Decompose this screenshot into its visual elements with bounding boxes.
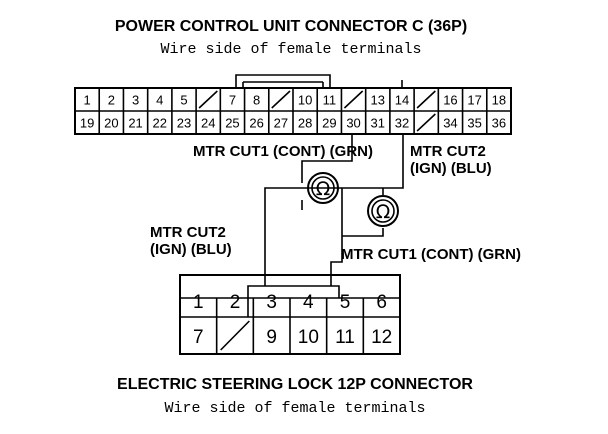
top-terminal-label: 20	[104, 116, 118, 131]
top-terminal-label: 13	[371, 93, 385, 108]
top-terminal-label: 24	[201, 116, 215, 131]
top-terminal-label: 23	[177, 116, 191, 131]
top-terminal-label: 26	[249, 116, 263, 131]
top-connector-subtitle: Wire side of female terminals	[160, 41, 421, 58]
bottom-terminal-label: 1	[193, 292, 204, 313]
bottom-terminal-label: 5	[340, 292, 351, 313]
top-terminal-label: 16	[443, 93, 457, 108]
top-terminal-label: 7	[229, 93, 236, 108]
bottom-connector-subtitle: Wire side of female terminals	[164, 400, 425, 417]
bottom-connector-lock-tab	[247, 285, 340, 317]
bottom-terminal-label: 4	[303, 292, 314, 313]
ohmmeter-1: Ω	[307, 172, 339, 204]
top-terminal-label: 8	[253, 93, 260, 108]
bottom-terminal-label: 7	[193, 327, 204, 348]
top-connector-title: POWER CONTROL UNIT CONNECTOR C (36P)	[115, 18, 467, 35]
top-terminal-label: 14	[395, 93, 409, 108]
top-terminal-label: 19	[80, 116, 94, 131]
top-terminal-label: 11	[323, 93, 337, 108]
top-terminal-label: 5	[180, 93, 187, 108]
top-terminal-label: 31	[371, 116, 385, 131]
top-connector-lock-tab	[235, 74, 331, 88]
top-terminal-label: 32	[395, 116, 409, 131]
bottom-terminal-label: 9	[266, 327, 277, 348]
ohm-symbol-2: Ω	[376, 201, 391, 223]
ohm-symbol-1: Ω	[316, 178, 331, 200]
top-terminal-label: 21	[128, 116, 142, 131]
label-lower-mtr-cut1: MTR CUT1 (CONT) (GRN)	[341, 246, 521, 263]
label-lower-mtr-cut2-line1: MTR CUT2	[150, 224, 226, 241]
bottom-terminal-label: 10	[298, 327, 319, 348]
bottom-terminal-label: 11	[335, 327, 355, 348]
label-upper-mtr-cut2-line2: (IGN) (BLU)	[410, 160, 492, 177]
top-terminal-label: 28	[298, 116, 312, 131]
label-upper-mtr-cut1: MTR CUT1 (CONT) (GRN)	[193, 143, 373, 160]
bottom-connector-title: ELECTRIC STEERING LOCK 12P CONNECTOR	[117, 376, 473, 393]
top-terminal-label: 30	[346, 116, 360, 131]
top-terminal-label: 36	[492, 116, 506, 131]
top-terminal-label: 18	[492, 93, 506, 108]
label-lower-mtr-cut2-line2: (IGN) (BLU)	[150, 241, 232, 258]
ohmmeter-2: Ω	[367, 195, 399, 227]
top-terminal-label: 17	[467, 93, 481, 108]
top-terminal-label: 2	[108, 93, 115, 108]
top-terminal-label: 4	[156, 93, 163, 108]
top-terminal-label: 10	[298, 93, 312, 108]
top-terminal-label: 27	[274, 116, 288, 131]
blank-terminal-slash	[220, 320, 250, 351]
label-upper-mtr-cut2-line1: MTR CUT2	[410, 143, 486, 160]
blank-terminal-slash	[416, 90, 436, 109]
top-terminal-label: 25	[225, 116, 239, 131]
blank-terminal-slash	[198, 90, 218, 109]
top-terminal-label: 22	[153, 116, 167, 131]
bottom-terminal-label: 2	[230, 292, 241, 313]
wire-mtr-cut1	[301, 134, 353, 183]
top-terminal-label: 3	[132, 93, 139, 108]
top-terminal-label: 35	[467, 116, 481, 131]
top-terminal-label: 1	[83, 93, 90, 108]
bottom-terminal-label: 6	[376, 292, 387, 313]
blank-terminal-slash	[416, 113, 436, 132]
bottom-terminal-label: 12	[371, 327, 392, 348]
top-terminal-label: 29	[322, 116, 336, 131]
blank-terminal-slash	[271, 90, 291, 109]
bottom-terminal-label: 3	[266, 292, 277, 313]
blank-terminal-slash	[343, 90, 364, 109]
top-terminal-label: 34	[443, 116, 457, 131]
